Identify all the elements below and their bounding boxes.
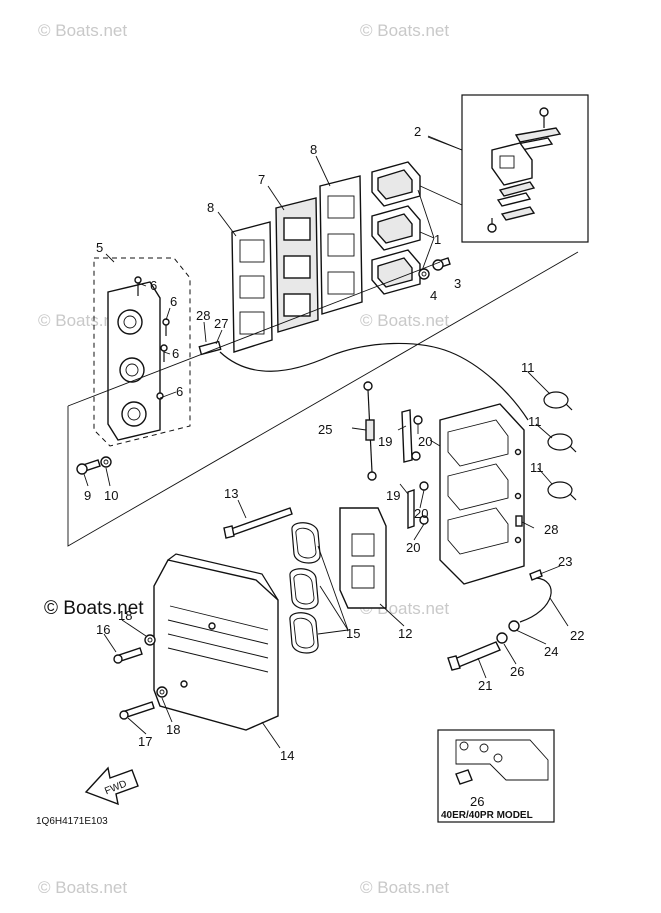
callout-2: 2 — [414, 124, 421, 139]
reed-valve-blocks — [371, 161, 451, 295]
callout-11-a: 11 — [521, 360, 535, 375]
seals-15 — [289, 522, 321, 654]
watermarks: © Boats.net © Boats.net © Boats.net © Bo… — [38, 21, 449, 897]
callout-14: 14 — [280, 748, 294, 763]
callout-12: 12 — [398, 626, 412, 641]
callout-23: 23 — [558, 554, 572, 569]
water-line-group — [508, 515, 552, 632]
callout-24: 24 — [544, 644, 558, 659]
assembly-guide-lines — [67, 251, 579, 547]
callout-13: 13 — [224, 486, 238, 501]
reed-valve-block-2 — [371, 205, 421, 251]
callout-8-right: 8 — [310, 142, 317, 157]
callout-18-b: 18 — [166, 722, 180, 737]
callout-17: 17 — [138, 734, 152, 749]
reed-valve-block-1 — [371, 161, 421, 207]
hoses-19-fittings-20 — [401, 409, 441, 529]
reed-valve-inset — [417, 94, 589, 243]
callout-18-a: 18 — [118, 608, 132, 623]
model-note: 40ER/40PR MODEL — [441, 810, 533, 821]
callout-19-b: 19 — [386, 488, 400, 503]
drain-bolt-21 — [447, 632, 508, 671]
watermark-mid-right: © Boats.net — [360, 311, 449, 330]
link-rod-25 — [363, 381, 377, 481]
model-inset: 26 40ER/40PR MODEL — [437, 729, 555, 823]
callout-11-b: 11 — [528, 414, 542, 429]
watermark-lower-left: © Boats.net — [44, 598, 144, 619]
watermark-mid-left: © Boats.net — [38, 311, 127, 330]
callout-26-main: 26 — [510, 664, 524, 679]
gasket-12 — [339, 507, 387, 609]
callout-16: 16 — [96, 622, 110, 637]
diagram-code: 1Q6H4171E103 — [36, 816, 108, 827]
callout-6-d: 6 — [176, 384, 183, 399]
callout-8-left: 8 — [207, 200, 214, 215]
callout-20-a: 20 — [418, 434, 432, 449]
callout-10: 10 — [104, 488, 118, 503]
callout-11-c: 11 — [530, 460, 544, 475]
reed-valve-block-3 — [371, 249, 421, 295]
callout-25: 25 — [318, 422, 332, 437]
callout-6-b: 6 — [170, 294, 177, 309]
cover-bolts — [113, 634, 168, 720]
callout-3: 3 — [454, 276, 461, 291]
gasket-8-right — [319, 175, 363, 315]
callout-9: 9 — [84, 488, 91, 503]
callout-20-c: 20 — [406, 540, 420, 555]
gaskets-reed-plate — [231, 175, 363, 353]
bolt-13 — [223, 507, 293, 539]
callout-5: 5 — [96, 240, 103, 255]
watermark-bottom-left: © Boats.net — [38, 878, 127, 897]
hose-27 — [198, 340, 529, 421]
callout-6-a: 6 — [150, 278, 157, 293]
intake-manifold-group — [76, 257, 191, 475]
watermark-top-right: © Boats.net — [360, 21, 449, 40]
gasket-7 — [275, 197, 319, 333]
exhaust-cover-14 — [153, 553, 279, 731]
callout-15: 15 — [346, 626, 360, 641]
callout-20-b: 20 — [414, 506, 428, 521]
fwd-arrow: FWD — [84, 766, 139, 806]
callout-labels: 2 1 3 4 8 7 8 5 6 6 6 6 28 27 9 10 13 25… — [84, 124, 584, 763]
callout-7: 7 — [258, 172, 265, 187]
callout-28-left: 28 — [196, 308, 210, 323]
callout-19-a: 19 — [378, 434, 392, 449]
watermark-top-left: © Boats.net — [38, 21, 127, 40]
watermark-bottom-right: © Boats.net — [360, 878, 449, 897]
cylinder-block — [439, 403, 525, 585]
callout-4: 4 — [430, 288, 437, 303]
callout-1: 1 — [434, 232, 441, 247]
callout-21: 21 — [478, 678, 492, 693]
callout-22: 22 — [570, 628, 584, 643]
callout-27: 27 — [214, 316, 228, 331]
callout-26-inset: 26 — [470, 794, 484, 809]
callout-6-c: 6 — [172, 346, 179, 361]
hose-clips-11 — [543, 391, 577, 501]
leader-lines — [83, 135, 569, 749]
callout-28-right: 28 — [544, 522, 558, 537]
gasket-8-left — [231, 221, 273, 353]
intake-manifold — [107, 281, 161, 441]
